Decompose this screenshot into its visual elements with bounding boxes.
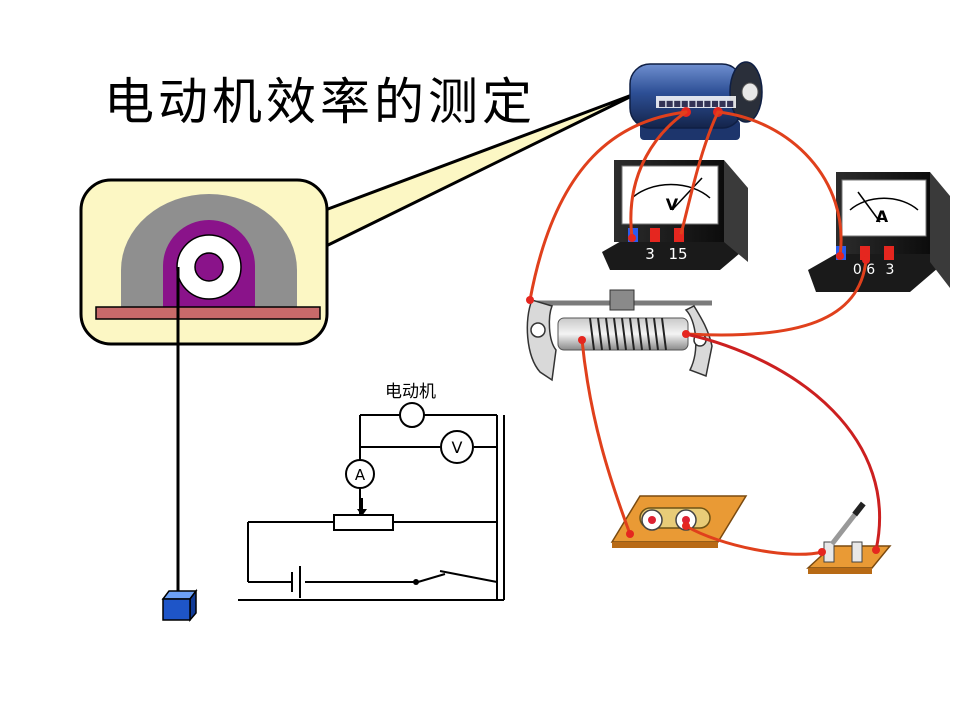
pulley-base-bar xyxy=(95,306,321,320)
voltmeter-letter: V xyxy=(666,195,679,214)
schematic-ammeter-label: A xyxy=(355,466,366,484)
knife-switch xyxy=(806,501,892,574)
wire-battery-switch xyxy=(684,524,824,556)
schematic-rheostat xyxy=(333,498,394,531)
circuit-schematic xyxy=(238,414,505,601)
schematic-voltmeter: V xyxy=(440,430,474,464)
wire-terminals xyxy=(526,234,880,556)
schematic-motor xyxy=(399,402,425,428)
ammeter: A 0.6 3 xyxy=(808,172,950,292)
wires xyxy=(528,110,882,556)
wire-motor-ammeter xyxy=(716,110,843,258)
battery-box xyxy=(610,495,748,548)
schematic-voltmeter-label: V xyxy=(452,438,463,457)
voltmeter: V 3 15 xyxy=(602,160,748,270)
motor: ■■■■■■■■■■ xyxy=(629,61,763,140)
schematic-battery xyxy=(291,566,301,598)
rheostat-coil xyxy=(589,317,667,351)
schematic-switch-pivot xyxy=(413,579,419,585)
wire-motor-rheostat xyxy=(528,110,688,302)
schematic-motor-label: 电动机 xyxy=(385,382,436,402)
voltmeter-terminal-15: 15 xyxy=(668,245,687,263)
pulley-axle xyxy=(194,252,224,282)
callout-pointer xyxy=(318,90,642,250)
voltmeter-terminal-3: 3 xyxy=(645,245,655,263)
wire-rheostat-switch xyxy=(684,332,882,552)
wire-ammeter-rheostat xyxy=(684,258,868,337)
ammeter-letter: A xyxy=(876,207,889,226)
wire-rheostat-battery xyxy=(580,338,632,536)
pulley-callout xyxy=(79,90,642,346)
wire-motor-voltmeter-a xyxy=(629,110,688,240)
schematic-ammeter: A xyxy=(345,459,375,489)
page-title: 电动机效率的测定 xyxy=(104,73,536,131)
ammeter-terminal-3: 3 xyxy=(886,262,895,278)
rheostat xyxy=(526,289,713,382)
hanging-weight xyxy=(161,588,198,623)
motor-plate-text: ■■■■■■■■■■ xyxy=(658,99,734,108)
wire-motor-voltmeter-b xyxy=(678,110,720,240)
